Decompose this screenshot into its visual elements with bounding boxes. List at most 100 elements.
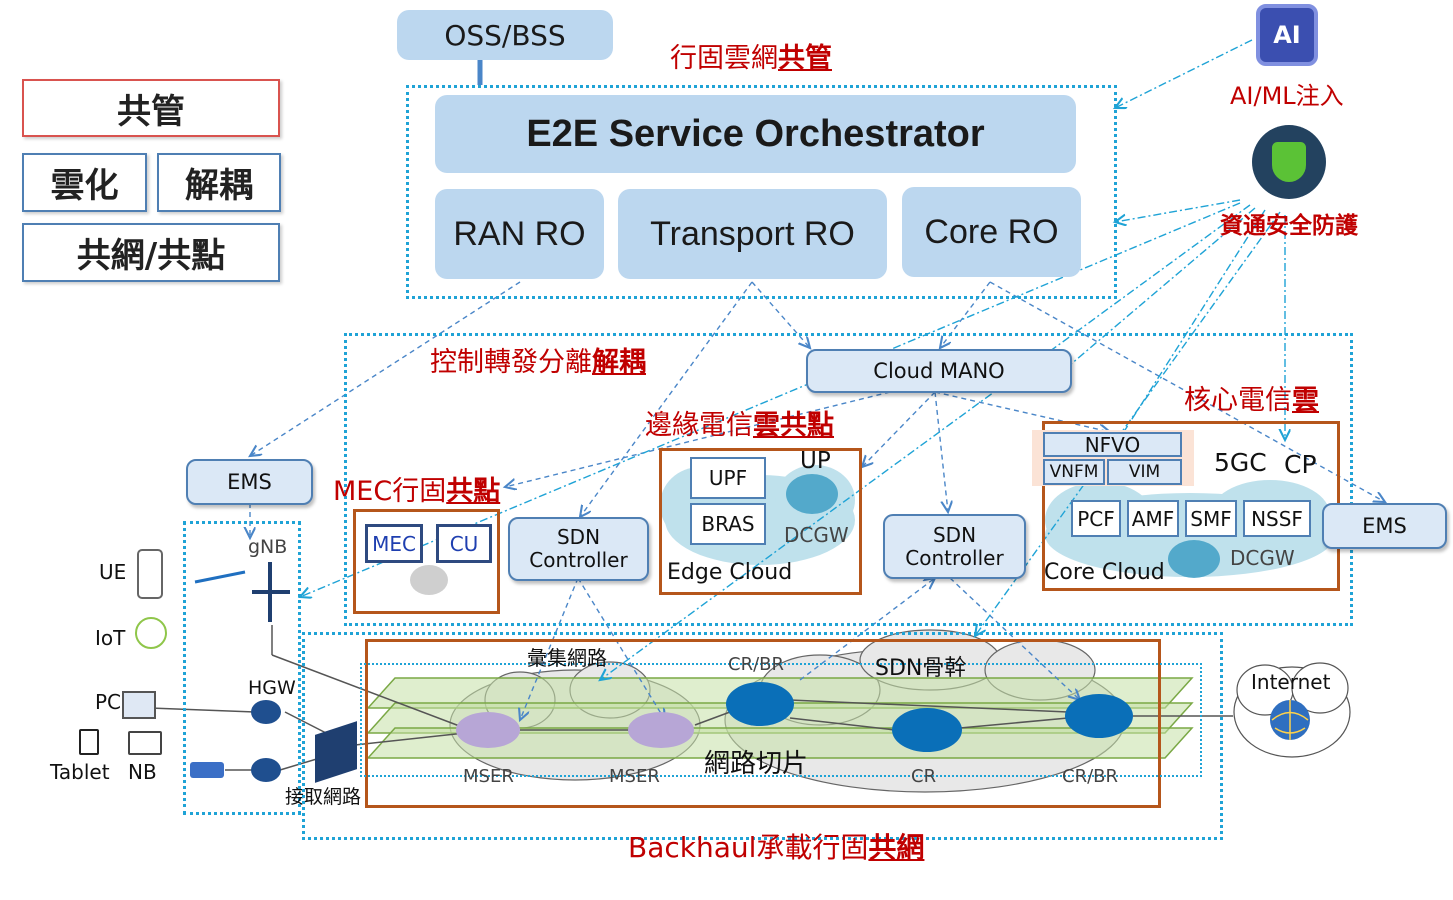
core-cloud-label-text: Core Cloud bbox=[1044, 560, 1165, 585]
pc-label: PC bbox=[95, 690, 121, 714]
core-prefix: 核心電信 bbox=[1184, 385, 1292, 416]
backhaul-links bbox=[149, 625, 1233, 771]
crbr-right-router-icon bbox=[1065, 694, 1133, 738]
nb-label: NB bbox=[128, 760, 157, 784]
legend-decouple: 解耦 bbox=[157, 153, 281, 212]
edge-dcgw-router-icon bbox=[786, 474, 838, 514]
core-emph: 雲 bbox=[1292, 385, 1319, 416]
hgw-router-icon bbox=[251, 700, 281, 724]
cr-label-text: CR bbox=[911, 766, 937, 787]
cr-router-icon bbox=[892, 708, 962, 752]
ue-label: UE bbox=[99, 560, 126, 584]
backhaul-title-prefix: Backhaul承載行固 bbox=[628, 831, 869, 864]
transport-ro-label: Transport RO bbox=[650, 214, 855, 253]
edge-cloud-box bbox=[659, 448, 862, 595]
nfvo-label: NFVO bbox=[1084, 432, 1141, 457]
smf-box: SMF bbox=[1185, 500, 1237, 537]
network-slicing-label-text: 網路切片 bbox=[704, 749, 809, 779]
security-shield-icon bbox=[1252, 125, 1326, 199]
ai-chip-icon: AI bbox=[1256, 4, 1318, 66]
mec-emph: 共點 bbox=[446, 476, 501, 507]
transport-network-box bbox=[365, 639, 1161, 808]
gnb-label: gNB bbox=[248, 536, 287, 558]
cp-up-emph: 解耦 bbox=[592, 347, 646, 378]
crbr-right-label: CR/BR bbox=[1062, 766, 1118, 787]
ems-core-box: EMS bbox=[1322, 503, 1447, 549]
mec-box: MEC bbox=[365, 524, 423, 563]
cr-label: CR bbox=[911, 766, 936, 787]
sdn-backbone-label: SDN骨幹 bbox=[875, 650, 966, 682]
orchestration-region bbox=[406, 85, 1117, 299]
transport-ro-box: Transport RO bbox=[618, 189, 887, 279]
nb-label-text: NB bbox=[128, 760, 157, 784]
tablet-icon bbox=[79, 729, 99, 755]
mec-site-box bbox=[353, 509, 500, 614]
mec-label: MEC bbox=[372, 531, 416, 556]
legend-cloudify: 雲化 bbox=[22, 153, 147, 212]
legend-shared-mgmt-label: 共管 bbox=[117, 91, 185, 132]
oss-bss-box: OSS/BSS bbox=[397, 10, 613, 60]
up-label-text: UP bbox=[800, 448, 831, 474]
bras-box: BRAS bbox=[690, 503, 766, 545]
iot-label: IoT bbox=[95, 626, 125, 650]
vim-label: VIM bbox=[1128, 462, 1161, 482]
upf-label: UPF bbox=[708, 466, 748, 490]
orchestration-title: 行固雲網共管 bbox=[670, 36, 832, 75]
internet-label-text: Internet bbox=[1251, 670, 1331, 694]
crbr-left-label: CR/BR bbox=[728, 654, 784, 675]
cu-label: CU bbox=[449, 531, 479, 556]
tablet-label-text: Tablet bbox=[50, 760, 110, 784]
cp-label-text: CP bbox=[1284, 450, 1317, 479]
wireless-link-icon bbox=[194, 570, 246, 584]
cp-up-prefix: 控制轉發分離 bbox=[430, 347, 592, 378]
e2e-orchestrator-box: E2E Service Orchestrator bbox=[435, 95, 1076, 173]
cloud-mano-label: Cloud MANO bbox=[873, 359, 1005, 383]
sdn-backbone-label-text: SDN骨幹 bbox=[875, 656, 967, 681]
legend-cloudify-label: 雲化 bbox=[50, 166, 119, 206]
access-region bbox=[183, 521, 301, 815]
core-dcgw-label: DCGW bbox=[1230, 546, 1295, 570]
vnfm-label: VNFM bbox=[1049, 462, 1099, 482]
cloud-region bbox=[344, 333, 1353, 626]
slice-region bbox=[360, 663, 1202, 777]
edge-prefix: 邊緣電信 bbox=[645, 410, 753, 441]
sdn-controller-edge-box: SDN Controller bbox=[508, 517, 649, 581]
ai-ml-label: AI/ML注入 bbox=[1230, 76, 1344, 111]
vim-box: VIM bbox=[1107, 459, 1182, 485]
iot-label-text: IoT bbox=[95, 626, 126, 650]
e2e-orchestrator-label: E2E Service Orchestrator bbox=[526, 112, 985, 155]
nssf-label: NSSF bbox=[1251, 506, 1303, 531]
backhaul-region bbox=[302, 632, 1223, 840]
nfvo-box: NFVO bbox=[1043, 432, 1182, 457]
iot-bulb-icon bbox=[135, 617, 167, 649]
orchestration-title-prefix: 行固雲網 bbox=[670, 43, 778, 74]
mser-right-label: MSER bbox=[609, 766, 660, 787]
network-slicing-label: 網路切片 bbox=[704, 743, 808, 780]
aggregation-network-label: 彙集網路 bbox=[527, 642, 607, 671]
core-telecom-cloud-label: 核心電信雲 bbox=[1184, 378, 1319, 417]
pc-icon bbox=[122, 691, 156, 719]
core-cloud-label: Core Cloud bbox=[1044, 560, 1165, 585]
internet-label: Internet bbox=[1251, 670, 1330, 694]
cp-label: CP bbox=[1284, 450, 1317, 479]
nssf-box: NSSF bbox=[1243, 500, 1311, 537]
ue-label-text: UE bbox=[99, 560, 127, 584]
home-router-icon bbox=[251, 758, 281, 782]
core-dcgw-label-text: DCGW bbox=[1230, 546, 1295, 570]
gnb-label-text: gNB bbox=[248, 536, 288, 558]
aggregation-network-label-text: 彙集網路 bbox=[527, 646, 607, 670]
crbr-left-label-text: CR/BR bbox=[728, 654, 784, 675]
vnfm-box: VNFM bbox=[1043, 459, 1105, 485]
edge-cloud-label-text: Edge Cloud bbox=[667, 560, 793, 585]
ems-core-label: EMS bbox=[1362, 514, 1407, 538]
legend-shared-mgmt: 共管 bbox=[22, 79, 280, 137]
phone-icon bbox=[137, 549, 163, 599]
core-ro-label: Core RO bbox=[924, 212, 1059, 251]
mser-right-label-text: MSER bbox=[609, 766, 660, 787]
notebook-icon bbox=[128, 731, 162, 755]
pc-label-text: PC bbox=[95, 690, 122, 714]
cloud-mano-box: Cloud MANO bbox=[806, 349, 1072, 393]
upf-box: UPF bbox=[690, 457, 766, 499]
amf-label: AMF bbox=[1131, 506, 1175, 531]
mser-left-label: MSER bbox=[463, 766, 514, 787]
